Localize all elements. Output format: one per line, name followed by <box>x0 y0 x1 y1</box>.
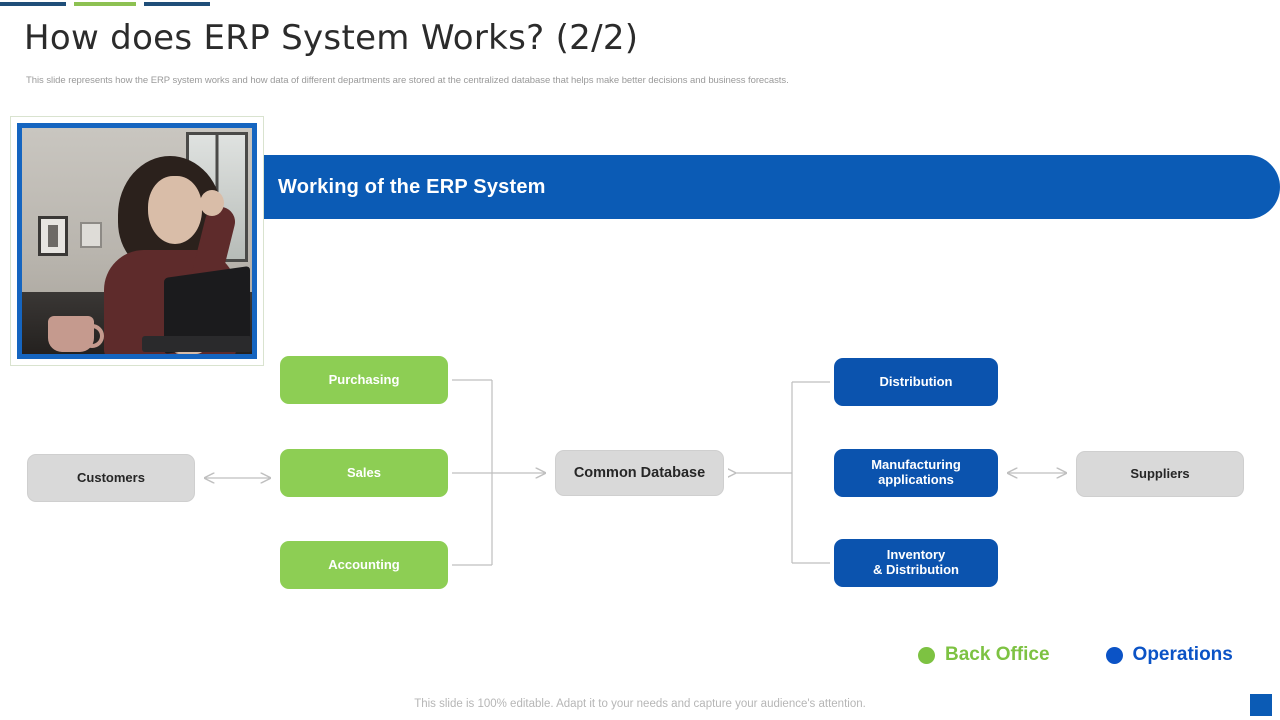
legend-label-operations: Operations <box>1132 644 1233 665</box>
section-banner: Working of the ERP System <box>264 155 1280 219</box>
photo-laptop-base <box>142 336 252 352</box>
photo-picture-frame-large <box>38 216 68 256</box>
node-accounting-label: Accounting <box>280 541 448 589</box>
node-inventory-line2: & Distribution <box>873 562 959 577</box>
node-accounting[interactable]: Accounting <box>276 537 452 593</box>
photo-person-hand-head <box>200 190 224 216</box>
legend-dot-green-icon <box>918 646 935 664</box>
node-sales-label: Sales <box>280 449 448 497</box>
page-title: How does ERP System Works? (2/2) <box>24 18 639 58</box>
top-accent-bars <box>0 2 210 6</box>
photo-mug <box>48 316 104 352</box>
node-purchasing-label: Purchasing <box>280 356 448 404</box>
node-customers-label: Customers <box>27 454 195 502</box>
node-inventory-line1: Inventory <box>886 547 946 563</box>
node-manufacturing-applications-label: Manufacturing applications <box>834 449 998 497</box>
node-distribution-label: Distribution <box>834 358 998 406</box>
node-manufacturing-line1: Manufacturing <box>871 457 961 473</box>
node-sales[interactable]: Sales <box>276 445 452 501</box>
node-common-database[interactable]: Common Database <box>551 446 728 500</box>
node-common-database-label: Common Database <box>555 450 724 496</box>
footer-note: This slide is 100% editable. Adapt it to… <box>414 698 866 710</box>
legend-dot-blue-icon <box>1105 646 1123 664</box>
node-distribution[interactable]: Distribution <box>830 354 1002 410</box>
node-manufacturing-line2: applications <box>878 472 954 487</box>
page-subtitle: This slide represents how the ERP system… <box>26 75 789 86</box>
photo-picture-frame-small <box>80 222 102 248</box>
photo-person-face <box>148 176 202 244</box>
node-suppliers-label: Suppliers <box>1076 451 1244 497</box>
accent-bar-navy-right <box>144 2 210 6</box>
legend-item-operations: Operations <box>1105 644 1233 666</box>
legend-label-back-office: Back Office <box>945 644 1050 665</box>
node-inventory-distribution[interactable]: Inventory & Distribution <box>830 535 1002 591</box>
accent-bar-green <box>74 2 136 6</box>
legend-item-back-office: Back Office <box>918 644 1050 666</box>
illustration-photo <box>17 123 257 359</box>
node-manufacturing-applications[interactable]: Manufacturing applications <box>830 445 1002 501</box>
node-customers[interactable]: Customers <box>23 450 199 506</box>
corner-accent-square <box>1250 694 1272 716</box>
node-purchasing[interactable]: Purchasing <box>276 352 452 408</box>
legend: Back Office Operations <box>918 644 1233 666</box>
accent-bar-navy-left <box>0 2 66 6</box>
section-banner-title: Working of the ERP System <box>278 175 546 198</box>
node-suppliers[interactable]: Suppliers <box>1072 447 1248 501</box>
illustration-photo-frame <box>10 116 264 366</box>
node-inventory-distribution-label: Inventory & Distribution <box>834 539 998 587</box>
